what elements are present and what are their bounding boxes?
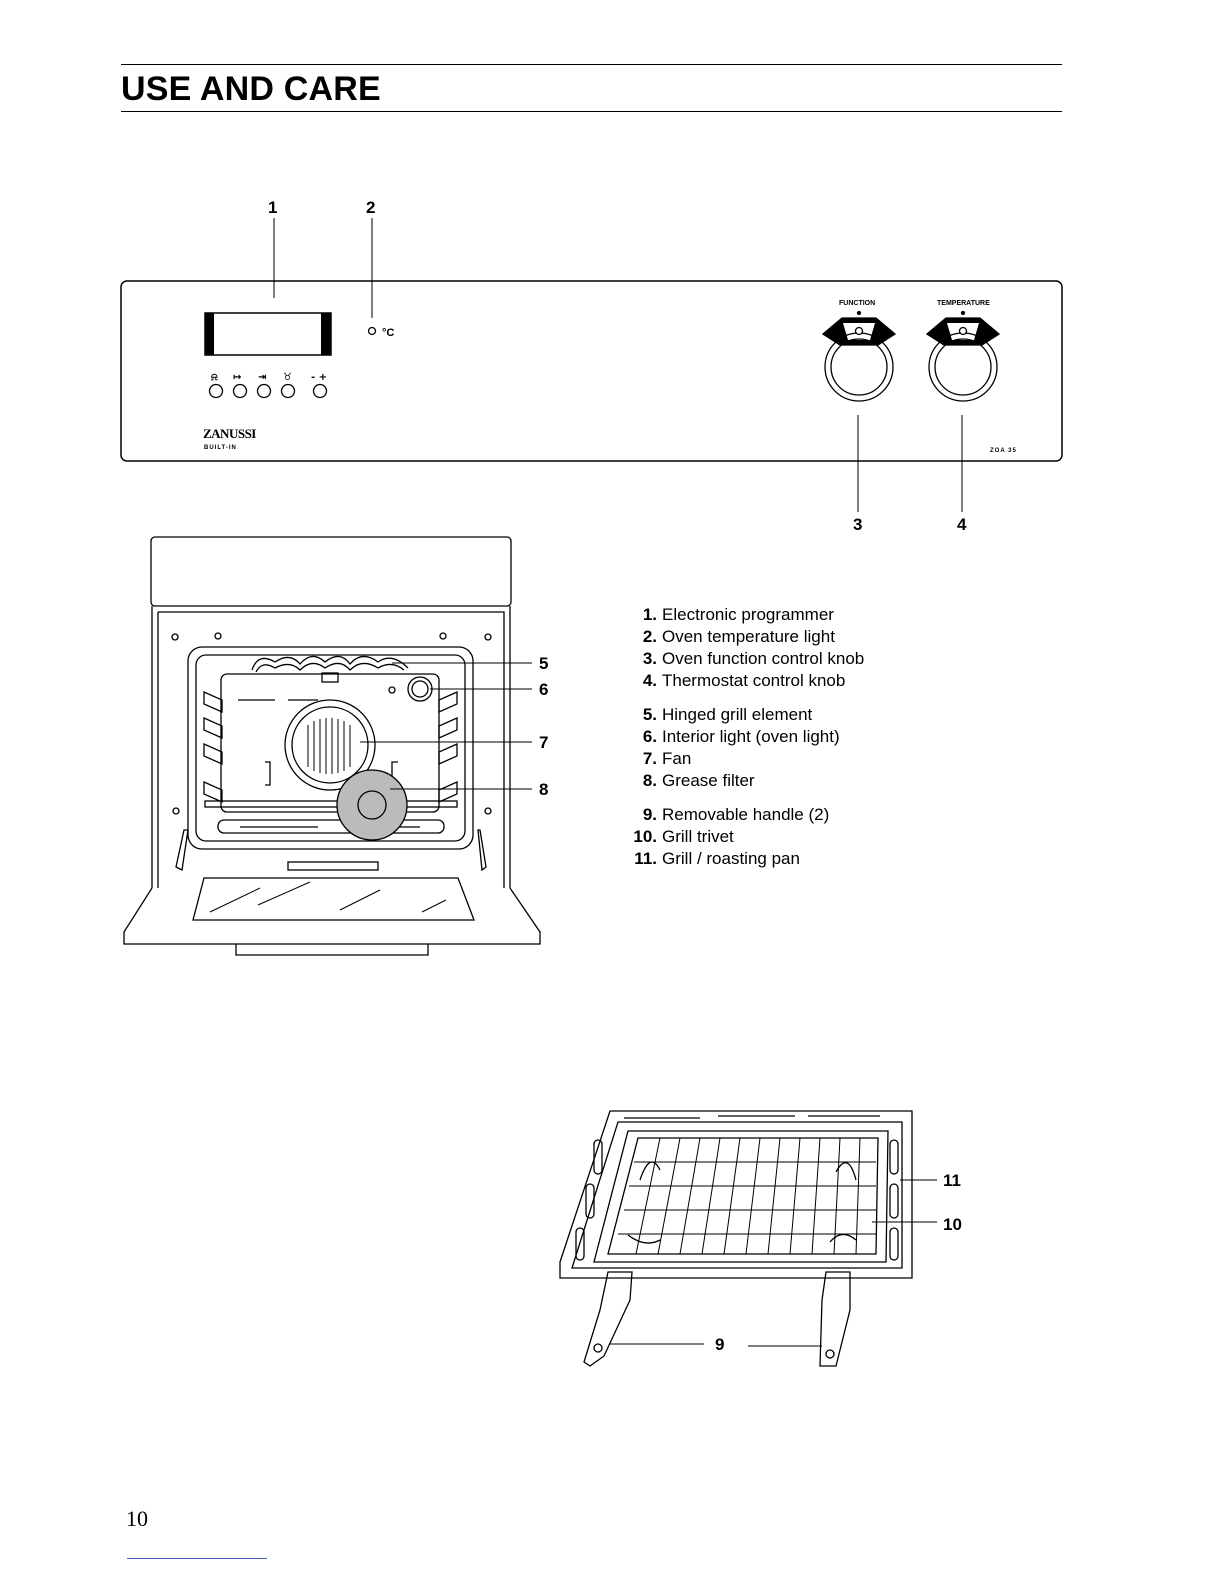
callout-10: 10: [943, 1215, 962, 1234]
legend-item: 7.Fan: [642, 749, 692, 768]
programmer-button: [312, 383, 328, 399]
legend-item: 11.Grill / roasting pan: [634, 849, 800, 868]
legend-item: 10.Grill trivet: [633, 827, 734, 846]
roasting-pan: [559, 1110, 913, 1279]
model-code: ZOA 35: [990, 448, 1017, 454]
callout-5: 5: [539, 654, 548, 673]
oven-door-handle: [235, 944, 429, 956]
function-knob-label: FUNCTION: [839, 300, 875, 307]
duration-icon: ↦: [233, 372, 242, 383]
grill-trivet: [593, 1130, 889, 1263]
programmer-display: [204, 312, 332, 356]
legend-group: 9.Removable handle (2) 10.Grill trivet 1…: [620, 804, 864, 870]
oven-top-panel: [150, 536, 512, 607]
callout-11: 11: [943, 1171, 961, 1190]
legend-item: 2.Oven temperature light: [642, 627, 835, 646]
oven-back-wall: [220, 673, 440, 813]
programmer-button: [256, 383, 272, 399]
control-panel-diagram: [120, 218, 1063, 512]
callout-7: 7: [539, 733, 548, 752]
callout-3: 3: [853, 515, 862, 534]
temperature-knob: [925, 310, 1001, 402]
oven-door-glass: [192, 877, 475, 921]
fan: [284, 699, 376, 791]
callout-6: 6: [539, 680, 548, 699]
legend-item: 9.Removable handle (2): [642, 805, 830, 824]
alarm-bell-icon: ⍾: [211, 372, 218, 383]
legend-item: 3.Oven function control knob: [642, 649, 865, 668]
trivet-grid: [618, 1137, 876, 1255]
callout-2: 2: [366, 198, 375, 217]
programmer-button: [232, 383, 248, 399]
removable-handle-right: [819, 1271, 851, 1367]
callout-8: 8: [539, 780, 548, 799]
callout-9: 9: [715, 1335, 724, 1354]
oven-door: [123, 887, 541, 945]
legend-item: 5.Hinged grill element: [642, 705, 813, 724]
minus-plus-icon: - +: [311, 372, 327, 383]
programmer-button-symbols: ⍾ ↦ ⇥ ♉ - +: [211, 372, 327, 383]
grill-pan-diagram: [559, 1110, 937, 1367]
brand-subtitle: BUILT-IN: [204, 445, 237, 451]
end-time-icon: ⇥: [258, 372, 266, 383]
title-underline: [121, 111, 1062, 112]
manual-hand-icon: ♉: [283, 372, 292, 383]
programmer-button: [208, 383, 224, 399]
grease-filter: [336, 769, 408, 841]
temperature-light-symbol: °C: [382, 327, 394, 339]
legend-group: 1.Electronic programmer 2.Oven temperatu…: [620, 604, 864, 692]
programmer-buttons: [208, 383, 328, 399]
page-number: 10: [126, 1506, 148, 1531]
legend-item: 1.Electronic programmer: [642, 605, 834, 624]
callout-4: 4: [957, 515, 967, 534]
callout-1: 1: [268, 198, 277, 217]
top-rule: [121, 64, 1062, 65]
grill-element: [251, 655, 409, 671]
removable-handle-left: [583, 1271, 633, 1367]
oven-cavity: [187, 646, 474, 850]
temperature-light-indicator: [367, 326, 377, 336]
temperature-knob-label: TEMPERATURE: [937, 300, 990, 307]
brand-logo: ZANUSSI: [203, 426, 256, 441]
oven-diagram: [123, 536, 541, 956]
page-title: USE AND CARE: [121, 70, 381, 108]
function-knob: [821, 310, 897, 402]
legend-item: 6.Interior light (oven light): [642, 727, 840, 746]
control-panel-outline: [120, 280, 1063, 462]
legend-item: 8.Grease filter: [642, 771, 755, 790]
programmer-button: [280, 383, 296, 399]
legend-item: 4.Thermostat control knob: [642, 671, 846, 690]
parts-legend: 1.Electronic programmer 2.Oven temperatu…: [620, 604, 864, 882]
footer-line: [127, 1558, 267, 1559]
legend-group: 5.Hinged grill element 6.Interior light …: [620, 704, 864, 792]
